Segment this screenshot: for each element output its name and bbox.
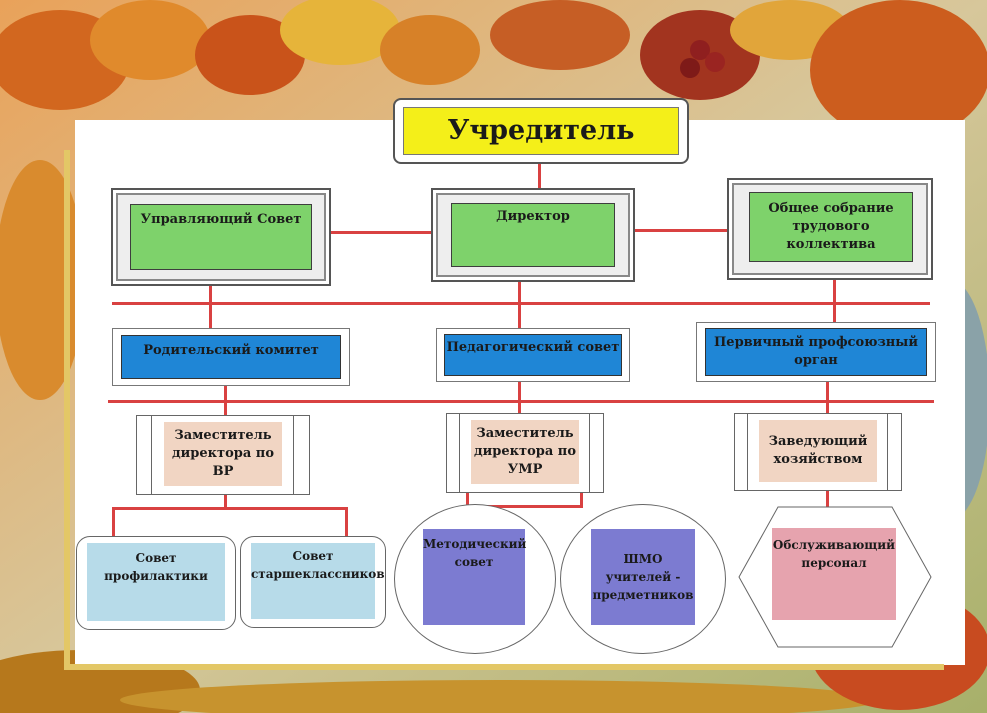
service-staff-label: Обслуживающий персонал <box>772 538 896 570</box>
general-meeting-box: Общее собрание трудового коллектива <box>749 192 913 262</box>
pedagogical-council-box: Педагогический совет <box>444 334 622 376</box>
trade-union-box: Первичный профсоюзный орган <box>705 328 927 376</box>
pedagogical-council-node: Педагогический совет <box>436 328 630 382</box>
connector-line <box>112 507 115 537</box>
connector-line <box>518 282 521 330</box>
connector-line <box>345 507 348 537</box>
connector-line <box>330 231 434 234</box>
trade-union-node: Первичный профсоюзный орган <box>696 322 936 382</box>
deputy-umr-node: Заместитель директора по УМР <box>446 413 604 493</box>
parents-committee-node: Родительский комитет <box>112 328 350 386</box>
shmo-node: ШМО учителей - предметников <box>560 504 726 654</box>
prevention-council-label: Совет профилактики <box>104 551 208 583</box>
governing-council-node: Управляющий Совет <box>111 188 331 286</box>
connector-line <box>833 278 836 324</box>
connector-line <box>466 505 582 508</box>
methodical-council-node: Методический совет <box>394 504 556 654</box>
general-meeting-node: Общее собрание трудового коллектива <box>727 178 933 280</box>
connector-line <box>826 488 829 508</box>
general-meeting-label: Общее собрание трудового коллектива <box>768 201 894 252</box>
director-node: Директор <box>431 188 635 282</box>
parents-committee-label: Родительский комитет <box>143 343 319 358</box>
connector-line <box>518 380 521 415</box>
connector-line <box>538 158 541 194</box>
prevention-council-node: Совет профилактики <box>76 536 236 630</box>
deputy-vr-node: Заместитель директора по ВР <box>136 415 310 495</box>
connector-line <box>466 490 469 508</box>
deputy-umr-label: Заместитель директора по УМР <box>473 426 576 477</box>
methodical-council-label: Методический совет <box>423 537 527 569</box>
methodical-council-box: Методический совет <box>423 529 527 625</box>
connector-line <box>108 400 934 403</box>
founder-node: Учредитель <box>393 98 689 164</box>
deputy-vr-label: Заместитель директора по ВР <box>171 428 274 479</box>
connector-line <box>224 383 227 417</box>
connector-line <box>112 302 930 305</box>
connector-line <box>112 507 348 510</box>
supply-manager-box: Заведующий хозяйством <box>759 420 877 482</box>
deputy-vr-box: Заместитель директора по ВР <box>164 422 282 486</box>
connector-line <box>224 492 227 509</box>
pedagogical-council-label: Педагогический совет <box>446 340 620 355</box>
service-staff-box: Обслуживающий персонал <box>772 528 896 620</box>
director-label: Директор <box>496 209 570 224</box>
deputy-umr-box: Заместитель директора по УМР <box>471 420 579 484</box>
governing-council-label: Управляющий Совет <box>140 212 302 227</box>
connector-line <box>209 284 212 330</box>
seniors-council-node: Совет старшеклассников <box>240 536 386 628</box>
connector-line <box>580 490 583 508</box>
supply-manager-node: Заведующий хозяйством <box>734 413 902 491</box>
supply-manager-label: Заведующий хозяйством <box>768 434 868 467</box>
governing-council-box: Управляющий Совет <box>130 204 312 270</box>
director-box: Директор <box>451 203 615 267</box>
founder-label: Учредитель <box>447 115 635 146</box>
parents-committee-box: Родительский комитет <box>121 335 341 379</box>
connector-line <box>826 380 829 415</box>
shmo-label: ШМО учителей - предметников <box>592 552 694 602</box>
seniors-council-label: Совет старшеклассников <box>251 549 385 581</box>
seniors-council-box: Совет старшеклассников <box>251 543 385 619</box>
prevention-council-box: Совет профилактики <box>87 543 225 621</box>
connector-line <box>633 229 729 232</box>
shmo-box: ШМО учителей - предметников <box>591 529 695 625</box>
trade-union-label: Первичный профсоюзный орган <box>714 335 918 368</box>
founder-box: Учредитель <box>403 107 679 155</box>
